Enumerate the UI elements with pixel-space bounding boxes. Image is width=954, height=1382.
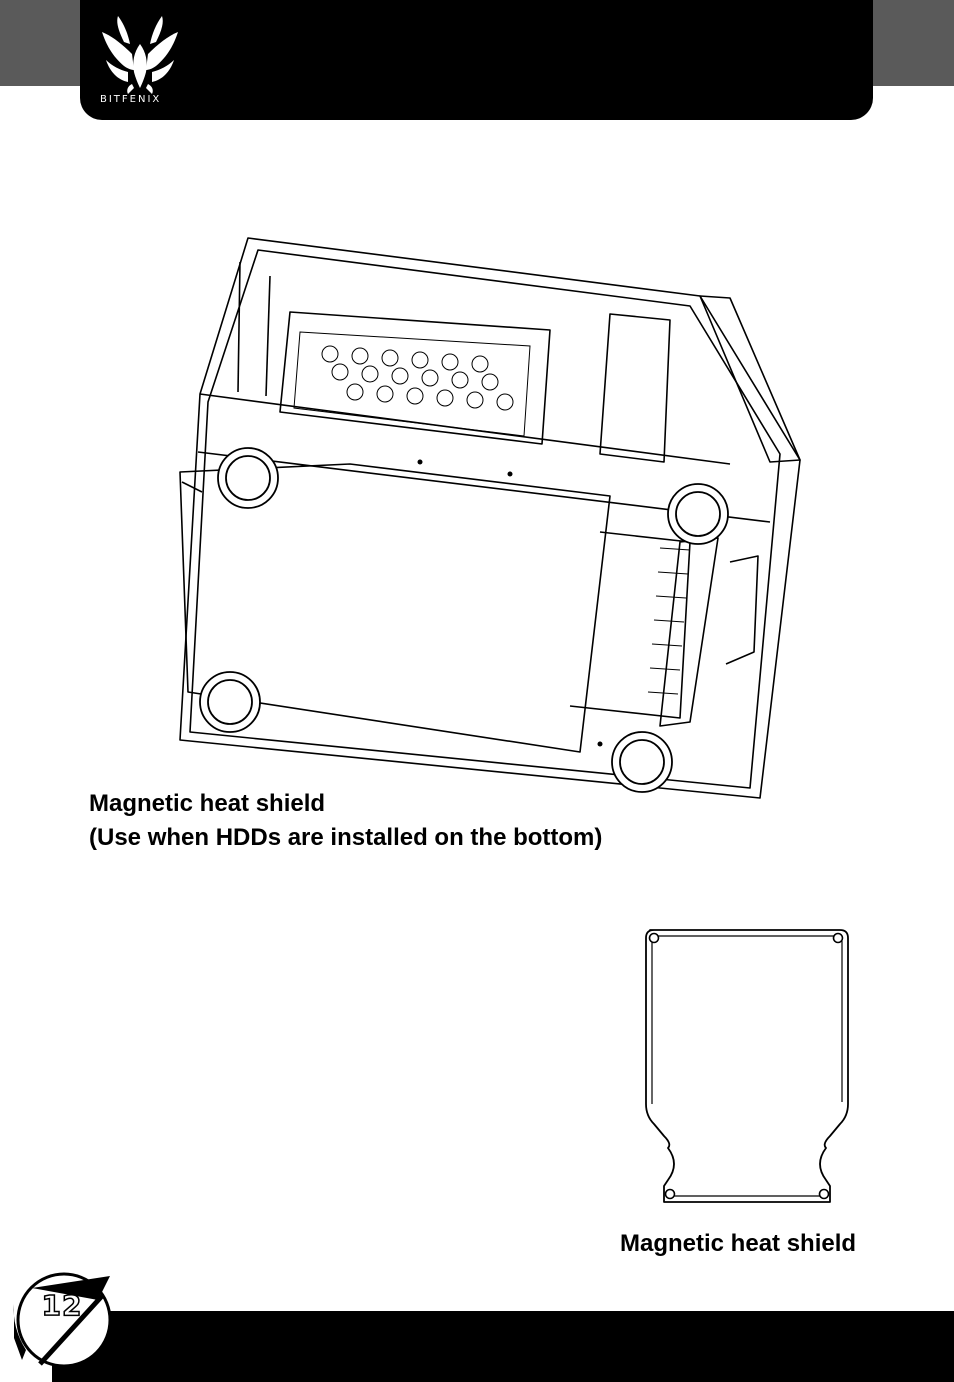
caption-line-1: Magnetic heat shield — [89, 790, 326, 817]
brand-wordmark: BITFENIX — [100, 94, 162, 105]
footer-bar — [52, 1311, 954, 1382]
header-bar — [80, 0, 873, 120]
caption-line-2: (Use when HDDs are installed on the bott… — [89, 824, 603, 851]
page-number: 12 — [41, 1288, 83, 1323]
heat-shield-illustration — [645, 929, 849, 1203]
case-illustration — [179, 237, 801, 799]
figure-caption: Magnetic heat shield (Use when HDDs are … — [89, 787, 602, 855]
shield-label: Magnetic heat shield — [620, 1230, 857, 1257]
bitfenix-logo-icon — [102, 16, 178, 94]
page-badge-icon — [13, 1272, 112, 1368]
